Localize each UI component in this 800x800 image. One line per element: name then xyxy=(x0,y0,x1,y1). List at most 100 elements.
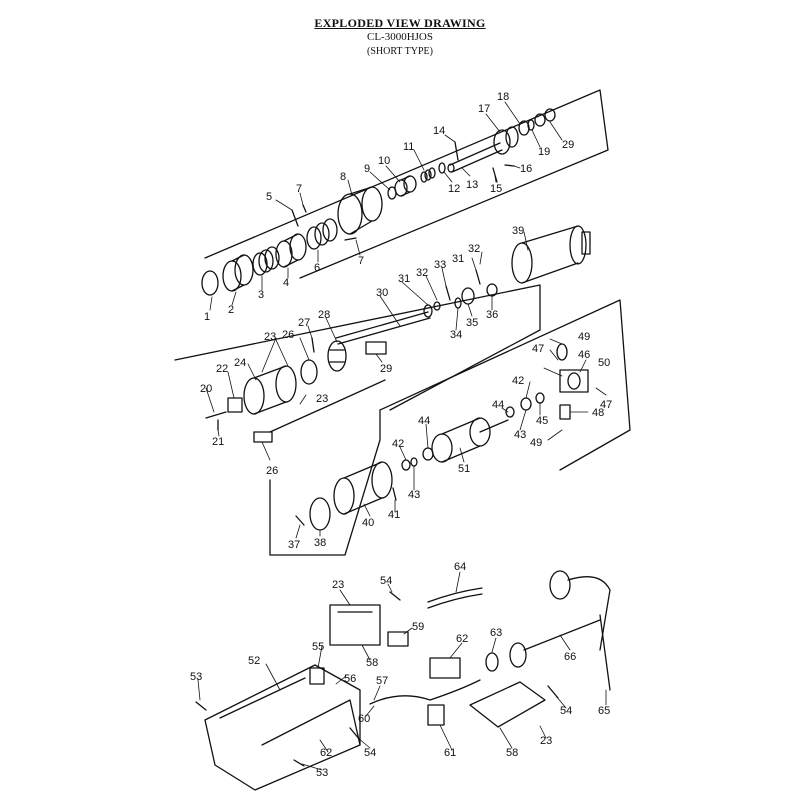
callout-37: 37 xyxy=(288,539,300,551)
part-26-switch xyxy=(253,431,273,443)
callout-19: 19 xyxy=(538,146,550,158)
part-45-washer xyxy=(535,392,545,404)
part-35-bearing xyxy=(461,287,475,305)
part-38-end-cap xyxy=(309,497,331,531)
part-32-washer xyxy=(433,301,441,311)
part-62-right-handle-half xyxy=(261,699,361,746)
group-frame-top xyxy=(204,89,609,279)
callout-12: 12 xyxy=(448,183,460,195)
part-14-key xyxy=(454,141,459,161)
callout-51: 51 xyxy=(458,463,470,475)
callout-62: 62 xyxy=(456,633,468,645)
callout-15: 15 xyxy=(490,183,502,195)
callout-11: 11 xyxy=(403,141,414,153)
callout-44: 44 xyxy=(418,415,430,427)
part-20-screw xyxy=(205,411,227,419)
part-29-washers xyxy=(534,108,556,127)
part-16-pin xyxy=(504,164,515,167)
part-33-pin xyxy=(445,285,451,301)
callout-23: 23 xyxy=(264,331,276,343)
callout-38: 38 xyxy=(314,537,326,549)
callout-14: 14 xyxy=(433,125,445,137)
callout-3: 3 xyxy=(258,289,264,301)
part-29-bracket xyxy=(365,341,387,355)
part-55-clip xyxy=(309,667,325,685)
part-50-brush-holder xyxy=(559,369,589,393)
part-3-spring xyxy=(252,246,280,276)
part-11-spring xyxy=(420,167,436,183)
callout-7: 7 xyxy=(358,255,364,267)
callout-23: 23 xyxy=(316,393,328,405)
callout-23: 23 xyxy=(332,579,344,591)
callout-20: 20 xyxy=(200,383,212,395)
callout-6: 6 xyxy=(314,262,320,274)
callout-23: 23 xyxy=(540,735,552,747)
part-63-strain-relief xyxy=(485,652,499,672)
part-54-screws xyxy=(349,591,559,741)
part-39-gear-motor-housing xyxy=(511,225,591,284)
callout-53: 53 xyxy=(190,671,202,683)
callout-54: 54 xyxy=(560,705,572,717)
group-frame-lower xyxy=(269,299,631,556)
part-42-bearing xyxy=(520,397,532,411)
callout-55: 55 xyxy=(312,641,324,653)
part-19-washer xyxy=(527,119,535,131)
callout-29: 29 xyxy=(562,139,574,151)
callout-22: 22 xyxy=(216,363,228,375)
callout-64: 64 xyxy=(454,561,466,573)
callout-31: 31 xyxy=(398,273,410,285)
callout-5: 5 xyxy=(266,191,272,203)
part-5-screw xyxy=(291,209,299,227)
part-44-washer xyxy=(505,406,515,418)
callout-49: 49 xyxy=(530,437,542,449)
callout-62: 62 xyxy=(320,747,332,759)
part-51-armature xyxy=(431,417,509,463)
part-34-washer xyxy=(454,297,462,309)
callout-24: 24 xyxy=(234,357,246,369)
callout-34: 34 xyxy=(450,329,462,341)
part-27-screw xyxy=(311,337,315,353)
callout-56: 56 xyxy=(344,673,356,685)
callout-18: 18 xyxy=(497,91,509,103)
callout-49: 49 xyxy=(578,331,590,343)
drawing-title: EXPLODED VIEW DRAWING xyxy=(314,16,486,30)
callout-63: 63 xyxy=(490,627,502,639)
callout-39: 39 xyxy=(512,225,524,237)
part-1-snap-ring xyxy=(201,270,219,296)
callout-58: 58 xyxy=(366,657,378,669)
part-28-fan xyxy=(327,340,347,372)
callout-2: 2 xyxy=(228,304,234,316)
callout-10: 10 xyxy=(378,155,390,167)
part-58-switch-housing xyxy=(329,604,381,646)
part-31-washer xyxy=(423,304,433,318)
callout-44: 44 xyxy=(492,399,504,411)
callout-labels: 1 2 3 4 5 6 7 7 8 9 10 11 12 13 14 15 16… xyxy=(190,91,612,779)
callout-8: 8 xyxy=(340,171,346,183)
part-4-clutch-sleeve xyxy=(275,233,307,268)
group-frame-middle xyxy=(174,284,541,411)
part-8-gear-case xyxy=(337,186,383,235)
callout-1: 1 xyxy=(204,311,210,323)
callout-40: 40 xyxy=(362,517,374,529)
callout-42: 42 xyxy=(512,375,524,387)
part-53-screws xyxy=(195,701,305,767)
part-66-plug-and-cable xyxy=(509,570,611,691)
callout-52: 52 xyxy=(248,655,260,667)
part-61-switch xyxy=(427,704,445,726)
part-46-spring xyxy=(556,343,568,361)
callout-57: 57 xyxy=(376,675,388,687)
part-30-shaft xyxy=(335,311,431,345)
callout-41: 41 xyxy=(388,509,400,521)
model-number: CL-3000HJOS xyxy=(366,31,433,43)
callout-46: 46 xyxy=(578,349,590,361)
part-13-spindle xyxy=(447,142,503,173)
part-6-spring-cage xyxy=(306,218,338,250)
callout-36: 36 xyxy=(486,309,498,321)
callout-16: 16 xyxy=(520,163,532,175)
callout-58: 58 xyxy=(506,747,518,759)
callout-17: 17 xyxy=(478,103,490,115)
model-type: (SHORT TYPE) xyxy=(367,46,433,57)
callout-53: 53 xyxy=(316,767,328,779)
